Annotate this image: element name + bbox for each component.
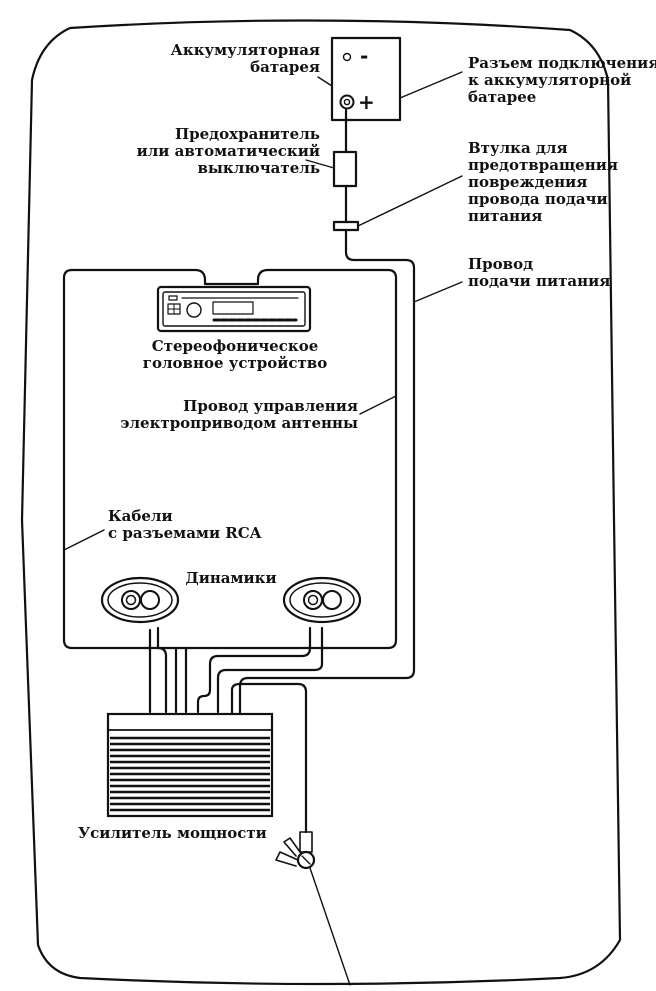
- rca-cables-leader: [63, 529, 105, 551]
- fuse-leader: [305, 159, 335, 169]
- speakers-label: Динамики: [185, 569, 277, 587]
- speaker-icon-right: [282, 576, 362, 624]
- battery-icon: [330, 36, 402, 122]
- dash-cabinet-outline: [62, 268, 398, 650]
- positive-terminal: [339, 94, 355, 110]
- negative-terminal-sign: -: [360, 44, 368, 68]
- car-body-outline: [20, 19, 622, 986]
- ground-leader: [309, 867, 351, 986]
- battery-connector-leader: [399, 71, 463, 99]
- positive-terminal-sign: +: [358, 90, 375, 114]
- amplifier-label: Усилитель мощности: [78, 824, 267, 842]
- antenna-wire-leader: [359, 395, 397, 415]
- grommet-leader: [357, 175, 463, 227]
- power-wire: [238, 228, 416, 716]
- ground-connector-icon: [275, 831, 316, 870]
- fuse-icon: [332, 150, 358, 188]
- negative-terminal: [342, 52, 352, 62]
- speaker-icon-left: [100, 576, 180, 624]
- grommet-icon: [332, 220, 360, 232]
- head-unit-icon: [156, 285, 312, 333]
- power-wire-leader: [413, 281, 463, 303]
- amplifier-icon: [106, 712, 274, 818]
- battery-label-leader: [317, 76, 333, 87]
